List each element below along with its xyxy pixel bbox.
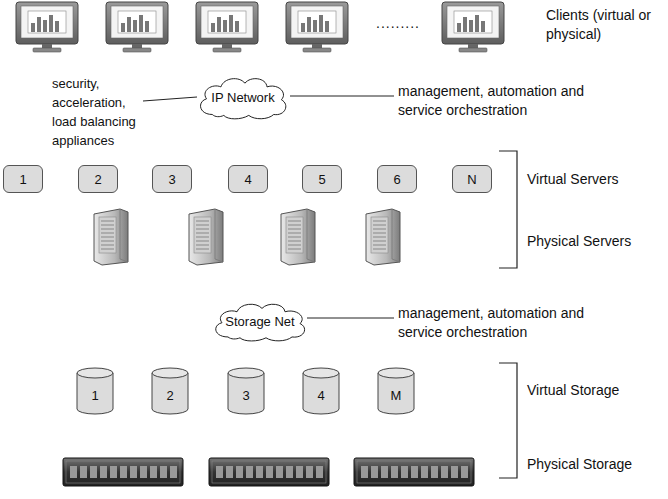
tier-label: Virtual Servers <box>527 170 665 189</box>
virtual-server-box: 5 <box>302 165 342 193</box>
instance-number: 3 <box>242 388 249 403</box>
instance-number: 4 <box>244 172 251 187</box>
network-cloud: Storage Net <box>210 300 310 342</box>
virtual-storage-cylinder: M <box>377 367 415 415</box>
leader-lines <box>143 96 394 318</box>
instance-number: 5 <box>318 172 325 187</box>
instance-number: 2 <box>94 172 101 187</box>
management-note: management, automation and service orche… <box>398 82 608 120</box>
instance-number: M <box>391 388 402 403</box>
network-name: IP Network <box>211 90 274 105</box>
physical-servers <box>94 209 400 265</box>
virtual-server-box: 2 <box>78 165 118 193</box>
virtual-server-box: 3 <box>152 165 192 193</box>
tier-label: Virtual Storage <box>527 381 665 400</box>
instance-number: 1 <box>91 388 98 403</box>
network-name: Storage Net <box>225 314 294 329</box>
physical-storage <box>63 458 474 486</box>
instance-number: 1 <box>19 172 26 187</box>
instance-number: N <box>467 172 476 187</box>
tier-label: Physical Storage <box>527 455 665 474</box>
virtual-server-box: 1 <box>3 165 43 193</box>
virtual-server-box: N <box>452 165 492 193</box>
ellipsis: ......... <box>376 14 436 33</box>
management-note: management, automation and service orche… <box>398 304 608 342</box>
virtual-server-box: 6 <box>377 165 417 193</box>
virtual-server-box: 4 <box>228 165 268 193</box>
virtual-storage-cylinder: 2 <box>151 367 189 415</box>
client-monitors <box>16 2 504 52</box>
virtual-storage-cylinder: 4 <box>302 367 340 415</box>
virtual-storage-cylinder: 1 <box>76 367 114 415</box>
instance-number: 6 <box>393 172 400 187</box>
instance-number: 3 <box>168 172 175 187</box>
tier-label: Physical Servers <box>527 232 665 251</box>
instance-number: 2 <box>166 388 173 403</box>
client-label: Clients (virtual or physical) <box>546 6 664 44</box>
instance-number: 4 <box>317 388 324 403</box>
appliance-note: security, acceleration, load balancing a… <box>52 74 152 150</box>
network-cloud: IP Network <box>195 74 291 120</box>
virtual-storage-cylinder: 3 <box>227 367 265 415</box>
